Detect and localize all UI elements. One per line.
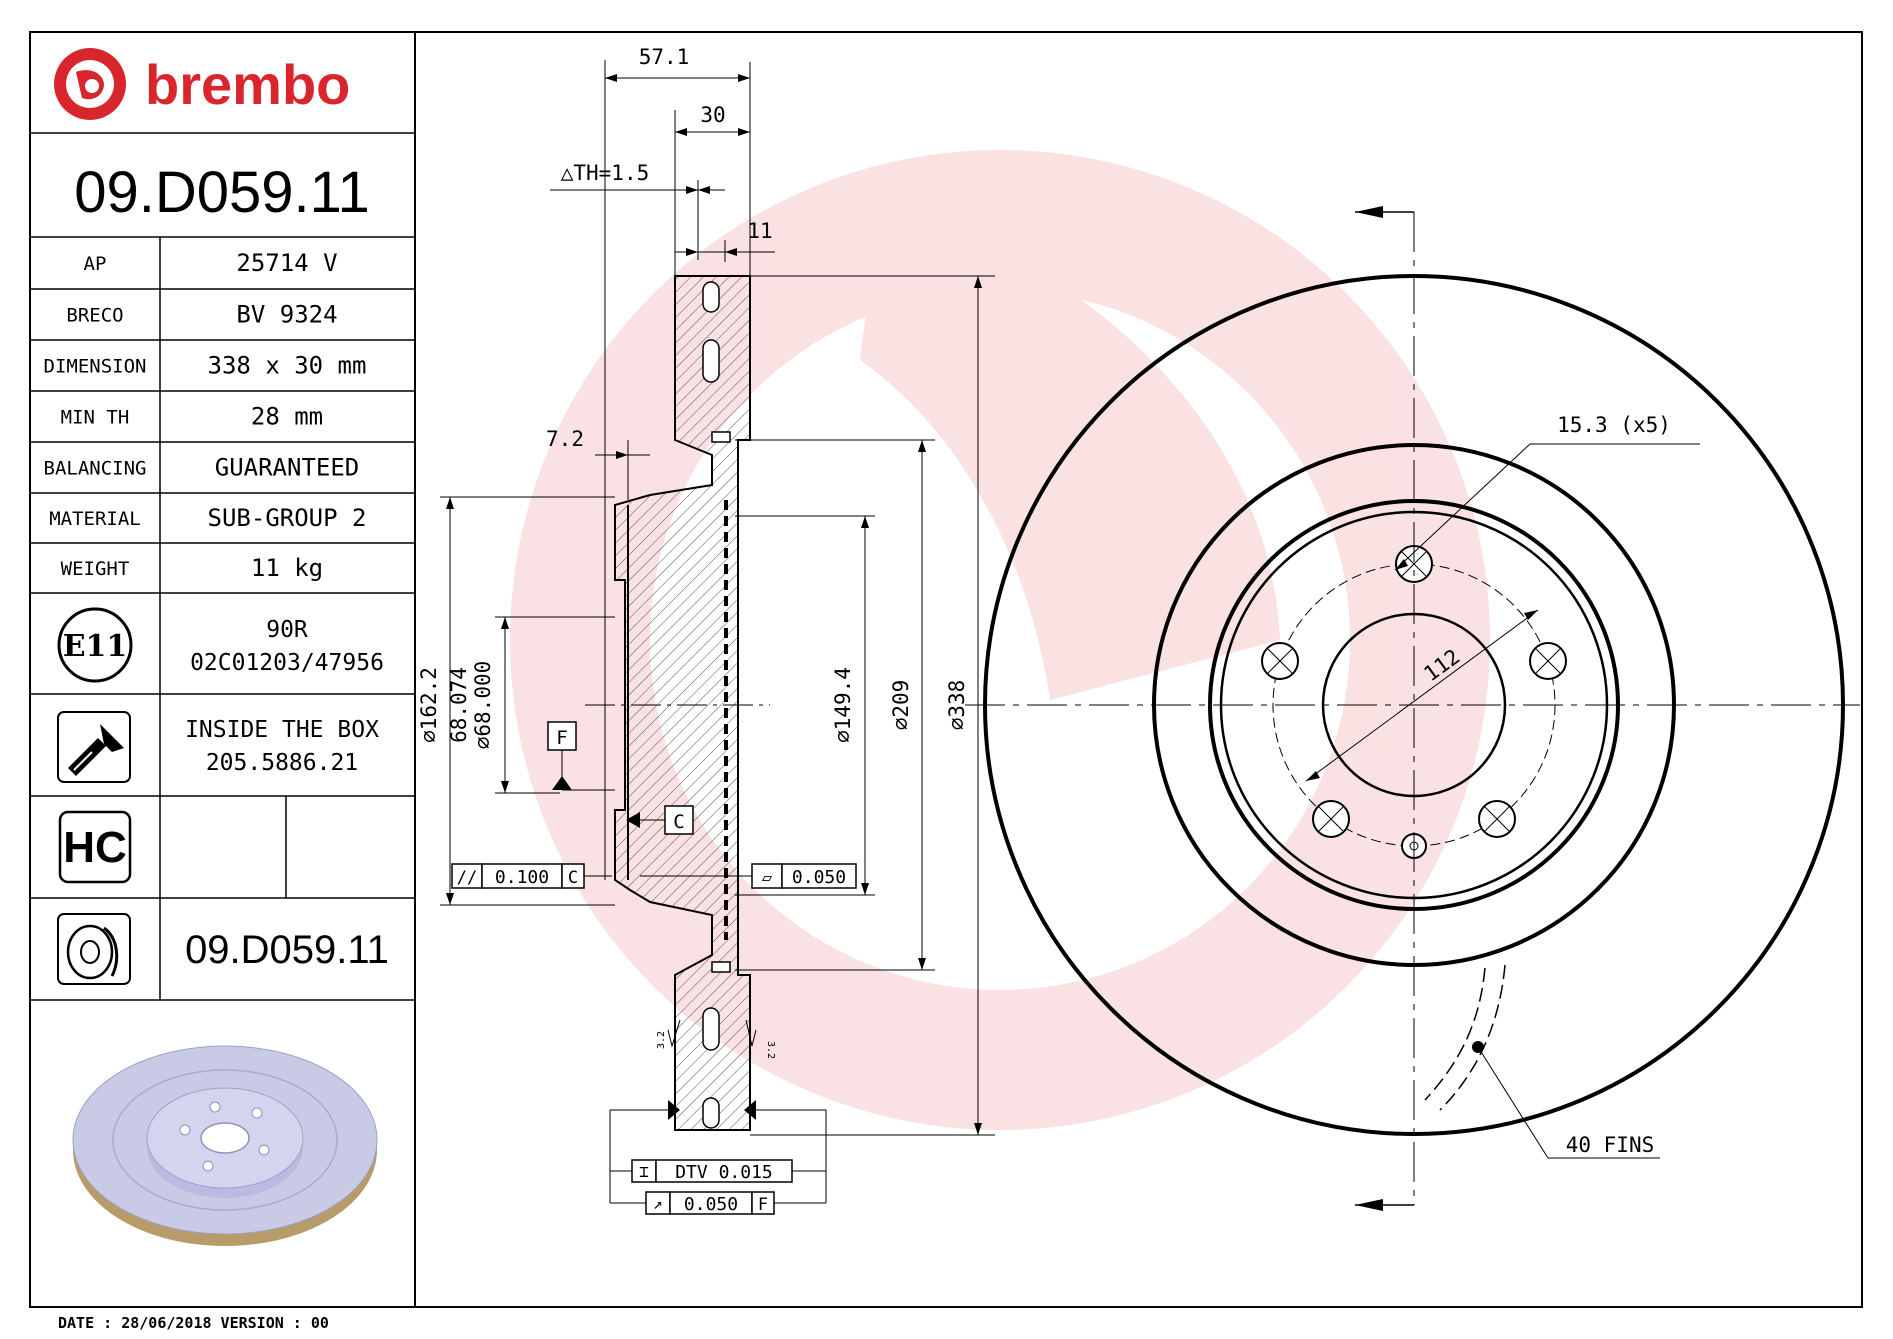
inside-box-number: 205.5886.21 bbox=[206, 750, 358, 776]
homologation-mark: E11 bbox=[57, 607, 133, 683]
dim-overall: 57.1 bbox=[639, 45, 690, 69]
brand-name: brembo bbox=[145, 53, 350, 116]
spec-key: AP bbox=[84, 253, 107, 275]
screw-icon bbox=[57, 711, 131, 783]
fins-label: 40 FINS bbox=[1566, 1133, 1655, 1157]
spec-value: 28 mm bbox=[251, 403, 323, 431]
tol-parallel-value: 0.100 bbox=[495, 867, 549, 888]
disc-icon bbox=[57, 913, 131, 985]
tol-flatness-value: 0.050 bbox=[792, 867, 846, 888]
spec-key: DIMENSION bbox=[44, 356, 147, 378]
spec-value: SUB-GROUP 2 bbox=[208, 504, 367, 532]
related-part-number: 09.D059.11 bbox=[185, 928, 389, 972]
disc-render bbox=[72, 1045, 378, 1246]
dim-d68074: 68.074 bbox=[447, 667, 471, 743]
homologation-line1: 90R bbox=[266, 617, 308, 643]
spec-key: BRECO bbox=[66, 305, 123, 327]
tol-parallel-symbol: // bbox=[457, 868, 477, 888]
hc-mark: HC bbox=[63, 823, 127, 872]
dim-eleven: 11 bbox=[747, 219, 772, 243]
spec-key: BALANCING bbox=[44, 458, 147, 480]
tol-dtv-label: DTV 0.015 bbox=[675, 1162, 773, 1183]
dim-d209: ⌀209 bbox=[889, 680, 913, 731]
dim-d149: ⌀149.4 bbox=[831, 667, 855, 743]
spec-value: GUARANTEED bbox=[215, 454, 360, 482]
e11-mark: E11 bbox=[63, 629, 128, 664]
roughness-left: 3.2 bbox=[656, 1031, 667, 1049]
title-block-grid bbox=[30, 132, 415, 1001]
roughness-right: 3.2 bbox=[765, 1041, 776, 1059]
datum-c: C bbox=[673, 811, 684, 833]
spec-value: 11 kg bbox=[251, 554, 323, 582]
dim-d162: ⌀162.2 bbox=[417, 667, 441, 743]
dim-bolt-holes: 15.3 (x5) bbox=[1557, 413, 1671, 437]
spec-key: WEIGHT bbox=[61, 558, 130, 580]
homologation-line2: 02C01203/47956 bbox=[190, 650, 384, 676]
tol-parallel-datum: C bbox=[568, 868, 578, 888]
front-view: 112 15.3 (x5) 40 FINS bbox=[965, 206, 1860, 1211]
drawing-border bbox=[29, 31, 1863, 1308]
spec-value: BV 9324 bbox=[236, 301, 337, 329]
section-view: 57.1 30 △TH=1.5 11 7.2 ⌀162.2 68.074 ⌀68… bbox=[417, 45, 995, 1215]
tol-dtv-symbol: ⌶ bbox=[639, 1162, 649, 1181]
spec-key: MIN TH bbox=[61, 407, 130, 429]
spec-value: 25714 V bbox=[236, 249, 337, 277]
spec-value: 338 x 30 mm bbox=[208, 352, 367, 380]
hc-badge: HC bbox=[58, 810, 132, 884]
dim-hat-offset: 7.2 bbox=[546, 427, 584, 451]
inside-box-title: INSIDE THE BOX bbox=[185, 717, 379, 743]
datum-f: F bbox=[556, 727, 567, 749]
tol-flatness-symbol: ▱ bbox=[762, 868, 773, 888]
footer-date: DATE : 28/06/2018 VERSION : 00 bbox=[58, 1314, 329, 1332]
spec-key: MATERIAL bbox=[49, 508, 141, 530]
tol-runout-datum: F bbox=[758, 1195, 768, 1215]
part-number: 09.D059.11 bbox=[74, 160, 370, 225]
tol-runout-value: 0.050 bbox=[684, 1194, 738, 1215]
dim-d68000: ⌀68.000 bbox=[471, 661, 495, 750]
brembo-logo bbox=[54, 48, 126, 120]
dim-th-delta: △TH=1.5 bbox=[561, 161, 650, 185]
tol-runout-symbol: ↗ bbox=[653, 1194, 663, 1213]
dim-thickness: 30 bbox=[700, 103, 725, 127]
